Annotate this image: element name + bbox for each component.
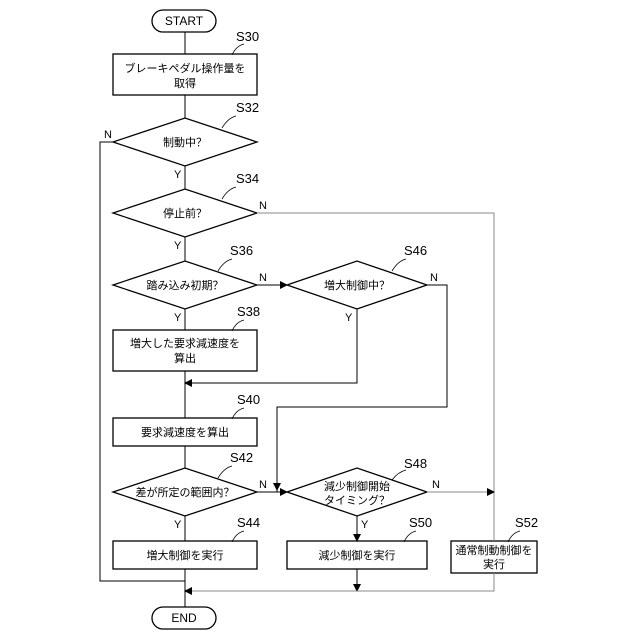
s30-text-line2: 取得 xyxy=(174,77,196,90)
step-s48-diamond: 減少制御開始 タイミング？ xyxy=(287,468,427,516)
s34-leader xyxy=(222,187,236,199)
s36-step-label: S36 xyxy=(230,243,253,258)
step-s34-diamond: 停止前？ xyxy=(113,189,257,237)
step-s46-diamond: 増大制御中？ xyxy=(287,261,427,309)
step-s44-box: 増大制御を実行 xyxy=(113,541,257,569)
s48-no-label: N xyxy=(432,479,440,491)
s34-no-label: N xyxy=(259,200,267,212)
s46-step-label: S46 xyxy=(404,243,427,258)
s30-leader xyxy=(232,44,244,55)
step-s30-box: ブレーキペダル操作量を 取得 xyxy=(113,54,257,95)
s50-step-label: S50 xyxy=(409,515,432,530)
s48-leader xyxy=(392,470,406,480)
s42-step-label: S42 xyxy=(230,450,253,465)
step-s32-diamond: 制動中？ xyxy=(113,118,257,166)
s34-text: 停止前？ xyxy=(163,206,207,220)
s32-text: 制動中？ xyxy=(163,135,207,149)
s52-text-line2: 実行 xyxy=(483,557,505,571)
s50-text: 減少制御を実行 xyxy=(319,548,396,562)
s52-text-line1: 通常制動制御を xyxy=(456,543,533,557)
s50-leader xyxy=(404,531,416,542)
end-terminal: END xyxy=(152,607,216,629)
step-s40-box: 要求減速度を算出 xyxy=(113,418,257,446)
s40-step-label: S40 xyxy=(237,392,260,407)
end-label: END xyxy=(171,611,197,625)
connectors xyxy=(100,32,494,607)
s44-step-label: S44 xyxy=(237,515,260,530)
s34-step-label: S34 xyxy=(236,171,259,186)
step-s50-box: 減少制御を実行 xyxy=(287,541,427,569)
s34-yes-label: Y xyxy=(174,240,182,252)
s42-leader xyxy=(218,466,232,478)
s42-yes-label: Y xyxy=(174,519,182,531)
s38-text-line1: 増大した要求減速度を xyxy=(130,336,240,350)
s46-text: 増大制御中？ xyxy=(324,278,390,292)
s44-leader xyxy=(232,531,244,542)
s46-yes-label: Y xyxy=(345,312,353,324)
step-s52-box: 通常制動制御を 実行 xyxy=(451,541,537,573)
s52-step-label: S52 xyxy=(515,515,538,530)
s44-text: 増大制御を実行 xyxy=(147,548,224,562)
s38-step-label: S38 xyxy=(237,304,260,319)
s40-text: 要求減速度を算出 xyxy=(141,425,229,439)
s32-step-label: S32 xyxy=(236,100,259,115)
s48-step-label: S48 xyxy=(404,456,427,471)
start-terminal: START xyxy=(152,10,216,32)
s46-no-label: N xyxy=(430,272,438,284)
s36-no-label: N xyxy=(259,272,267,284)
s32-no-label: N xyxy=(104,129,112,141)
s42-no-label: N xyxy=(259,479,267,491)
step-s42-diamond: 差が所定の範囲内？ xyxy=(113,468,257,516)
s36-text: 踏み込み初期？ xyxy=(147,278,224,292)
s32-yes-label: Y xyxy=(174,169,182,181)
s48-text-line1: 減少制御開始 xyxy=(324,479,390,493)
s52-leader xyxy=(508,531,520,542)
s48-text-line2: タイミング？ xyxy=(324,493,390,507)
s36-leader xyxy=(218,259,232,271)
step-s38-box: 増大した要求減速度を 算出 xyxy=(113,330,257,371)
s30-step-label: S30 xyxy=(236,29,259,44)
step-s36-diamond: 踏み込み初期？ xyxy=(113,261,257,309)
s30-text-line1: ブレーキペダル操作量を xyxy=(125,61,246,75)
start-label: START xyxy=(165,14,204,28)
s46-leader xyxy=(392,259,406,271)
s38-text-line2: 算出 xyxy=(174,351,196,365)
s32-leader xyxy=(222,116,236,128)
s48-yes-label: Y xyxy=(361,519,369,531)
s42-text: 差が所定の範囲内？ xyxy=(136,485,235,499)
s36-yes-label: Y xyxy=(174,312,182,324)
